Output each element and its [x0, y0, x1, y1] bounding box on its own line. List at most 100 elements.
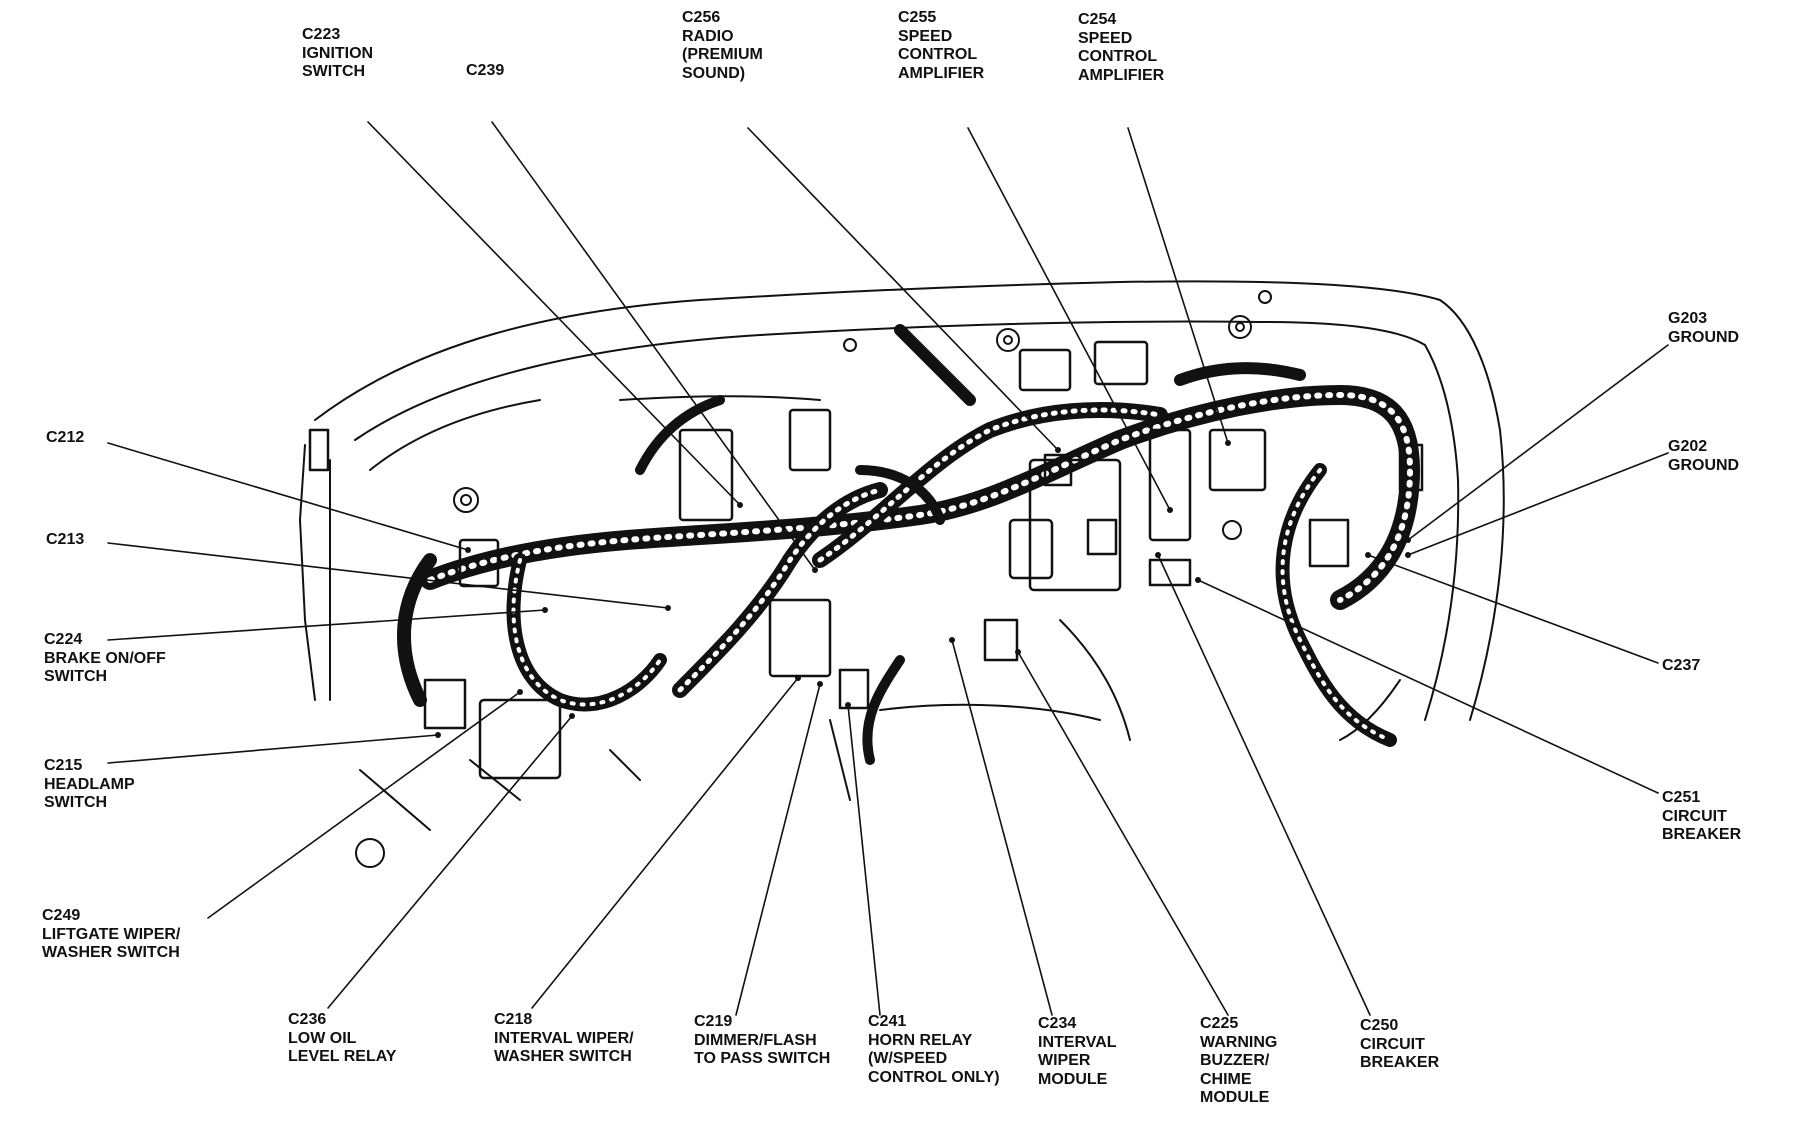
- label-c219-line1: DIMMER/FLASH: [694, 1031, 817, 1049]
- label-c239-code: C239: [466, 62, 505, 79]
- leader-lines: [107, 121, 1669, 1016]
- label-c251-line1: CIRCUIT: [1662, 807, 1727, 825]
- label-c213-code: C213: [46, 531, 85, 548]
- connectors-and-modules: [308, 340, 1424, 780]
- leader-c224: [107, 609, 546, 641]
- label-c223-line2: SWITCH: [302, 63, 366, 80]
- label-c215-code: C215: [44, 757, 83, 774]
- leader-c215: [107, 734, 439, 764]
- label-c212-code: C212: [46, 429, 85, 446]
- leader-c237: [1367, 554, 1659, 664]
- label-c225: C225 WARNING BUZZER/ CHIME MODULE: [1200, 1015, 1277, 1108]
- label-c241-line1: HORN RELAY: [868, 1031, 973, 1049]
- label-c225-code: C225: [1200, 1015, 1239, 1032]
- leader-c254: [1127, 127, 1229, 444]
- label-c239: C239: [466, 62, 504, 81]
- label-c218-line2: WASHER SWITCH: [494, 1048, 632, 1065]
- leader-c251: [1197, 579, 1659, 794]
- leader-c219: [735, 683, 821, 1016]
- leader-c218: [531, 677, 799, 1009]
- leader-c234: [951, 639, 1053, 1016]
- label-c234-line1: INTERVAL: [1038, 1033, 1117, 1051]
- label-c218-line1: INTERVAL WIPER/: [494, 1029, 634, 1047]
- label-c255-code: C255: [898, 9, 937, 26]
- label-c249-line2: WASHER SWITCH: [42, 944, 180, 961]
- label-c254-line3: AMPLIFIER: [1078, 66, 1165, 84]
- label-c254: C254 SPEED CONTROL AMPLIFIER: [1078, 11, 1164, 85]
- label-c234-line2: WIPER: [1038, 1052, 1091, 1069]
- label-c224-line1: BRAKE ON/OFF: [44, 649, 166, 667]
- label-c249: C249 LIFTGATE WIPER/ WASHER SWITCH: [42, 907, 180, 963]
- instrument-panel-outline: [299, 280, 1505, 831]
- leader-c236: [327, 715, 573, 1009]
- label-c256: C256 RADIO (PREMIUM SOUND): [682, 9, 763, 83]
- leader-c239: [491, 121, 816, 571]
- leader-c213: [107, 542, 669, 609]
- leader-c241: [847, 704, 881, 1016]
- label-c251-line2: BREAKER: [1662, 826, 1742, 843]
- label-c219-line2: TO PASS SWITCH: [694, 1050, 831, 1067]
- label-c219-code: C219: [694, 1013, 733, 1030]
- leader-c212: [107, 442, 469, 551]
- label-c250-code: C250: [1360, 1017, 1399, 1034]
- label-c241-line2: (W/SPEED: [868, 1050, 948, 1067]
- label-c225-line1: WARNING: [1200, 1033, 1278, 1051]
- label-c237-code: C237: [1662, 657, 1701, 674]
- label-c224: C224 BRAKE ON/OFF SWITCH: [44, 631, 166, 687]
- label-c224-code: C224: [44, 631, 83, 648]
- label-c250-line1: CIRCUIT: [1360, 1035, 1425, 1053]
- label-c255-line1: SPEED: [898, 27, 953, 45]
- label-c212: C212: [46, 429, 84, 448]
- label-c224-line2: SWITCH: [44, 668, 108, 685]
- leader-c249: [207, 691, 521, 919]
- label-c225-line3: CHIME: [1200, 1070, 1252, 1088]
- label-c249-line1: LIFTGATE WIPER/: [42, 925, 181, 943]
- label-g203: G203 GROUND: [1668, 310, 1739, 347]
- label-c251-code: C251: [1662, 789, 1701, 806]
- label-c241-line3: CONTROL ONLY): [868, 1068, 1000, 1086]
- label-c225-line2: BUZZER/: [1200, 1052, 1270, 1069]
- label-c215-line2: SWITCH: [44, 794, 108, 811]
- label-c241-code: C241: [868, 1013, 907, 1030]
- label-c255-line2: CONTROL: [898, 46, 978, 63]
- main-wiring-harness: [397, 324, 1420, 765]
- label-c223-line1: IGNITION: [302, 44, 374, 62]
- label-c254-line1: SPEED: [1078, 29, 1133, 47]
- leader-arrowheads: [435, 440, 1411, 738]
- label-c236-line1: LOW OIL: [288, 1029, 357, 1047]
- label-c234: C234 INTERVAL WIPER MODULE: [1038, 1015, 1117, 1089]
- label-c225-line4: MODULE: [1200, 1089, 1270, 1106]
- label-g202-code: G202: [1668, 438, 1708, 455]
- label-g203-line1: GROUND: [1668, 328, 1740, 346]
- label-c250-line2: BREAKER: [1360, 1054, 1440, 1071]
- label-c234-code: C234: [1038, 1015, 1077, 1032]
- label-c254-line2: CONTROL: [1078, 48, 1158, 65]
- label-c213: C213: [46, 531, 84, 550]
- label-g202-line1: GROUND: [1668, 456, 1740, 474]
- label-c236-code: C236: [288, 1011, 327, 1028]
- label-g203-code: G203: [1668, 310, 1708, 327]
- label-c218: C218 INTERVAL WIPER/ WASHER SWITCH: [494, 1011, 634, 1067]
- label-c236: C236 LOW OIL LEVEL RELAY: [288, 1011, 396, 1067]
- label-c223: C223 IGNITION SWITCH: [302, 26, 373, 82]
- label-c256-code: C256: [682, 9, 721, 26]
- label-c255: C255 SPEED CONTROL AMPLIFIER: [898, 9, 984, 83]
- label-c256-line1: RADIO: [682, 27, 734, 45]
- label-c236-line2: LEVEL RELAY: [288, 1048, 397, 1065]
- label-c255-line3: AMPLIFIER: [898, 64, 985, 82]
- label-c249-code: C249: [42, 907, 81, 924]
- label-c256-line3: SOUND): [682, 64, 746, 82]
- label-c254-code: C254: [1078, 11, 1117, 28]
- label-c237: C237: [1662, 657, 1700, 676]
- label-c219: C219 DIMMER/FLASH TO PASS SWITCH: [694, 1013, 830, 1069]
- leader-c223: [367, 121, 741, 506]
- label-g202: G202 GROUND: [1668, 438, 1739, 475]
- leader-c225: [1017, 651, 1229, 1016]
- label-c215: C215 HEADLAMP SWITCH: [44, 757, 135, 813]
- leader-g202: [1407, 452, 1669, 556]
- label-c215-line1: HEADLAMP: [44, 775, 135, 793]
- label-c223-code: C223: [302, 26, 341, 43]
- leader-g203: [1407, 344, 1669, 541]
- label-c241: C241 HORN RELAY (W/SPEED CONTROL ONLY): [868, 1013, 1000, 1087]
